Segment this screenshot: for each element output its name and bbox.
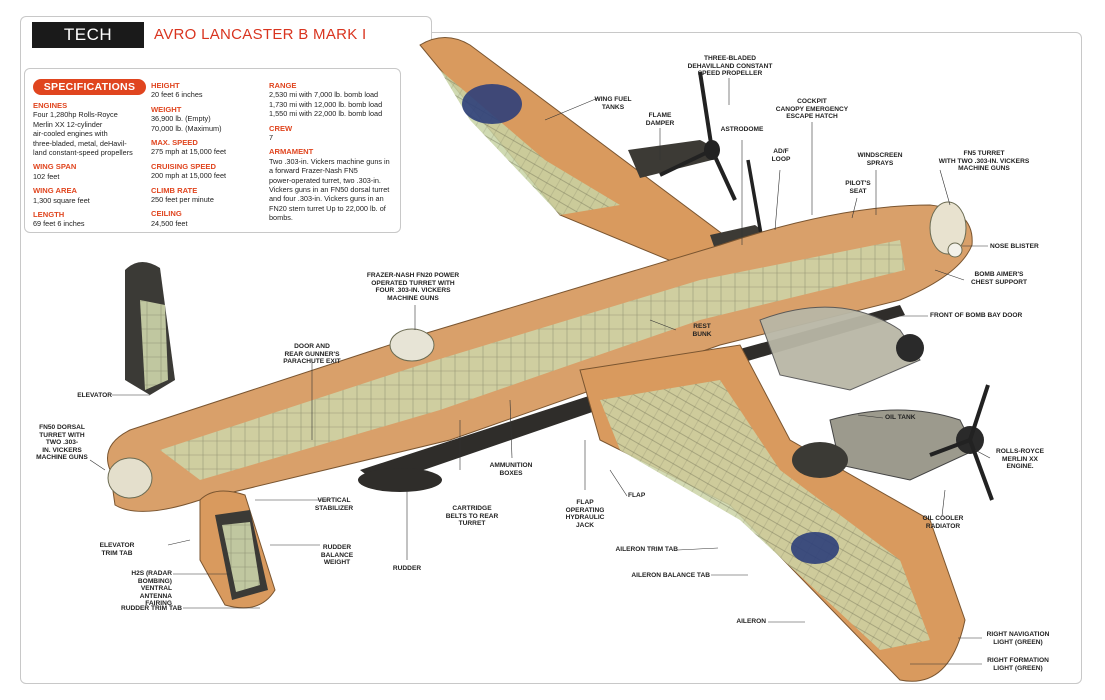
spec-label: RANGE bbox=[269, 81, 297, 90]
label-rudder: H2S (RADAR BOMBING) VENTRAL ANTENNA FAIR… bbox=[131, 570, 172, 608]
spec-label: WEIGHT bbox=[151, 104, 182, 114]
spec-label: LENGTH bbox=[33, 210, 65, 220]
label-aileron-balance-tab: AILERON BALANCE TAB bbox=[631, 572, 710, 579]
specs-column-1: ENGINES Four 1,280hp Rolls-Royce Merlin … bbox=[33, 101, 151, 229]
label-right-formation-light: RIGHT FORMATION LIGHT (GREEN) bbox=[987, 657, 1049, 672]
specifications-heading: SPECIFICATIONS bbox=[33, 79, 146, 95]
leader-lines bbox=[89, 78, 991, 665]
spec-label: CLIMB RATE bbox=[151, 185, 198, 195]
label-aileron: AILERON bbox=[736, 618, 766, 625]
label-fn5-turret: FN5 TURRET WITH TWO .303-IN. VICKERS MAC… bbox=[938, 150, 1030, 173]
label-rudder-trim-tab: RUDDER TRIM TAB bbox=[120, 605, 182, 612]
label-h2s-antenna-fairing: RUDDER bbox=[392, 565, 422, 572]
h2s-fairing bbox=[358, 468, 442, 492]
label-flame-damper: FLAME DAMPER bbox=[645, 112, 675, 127]
label-fn50-dorsal-turret: FN50 DORSAL TURRET WITH TWO .303- IN. VI… bbox=[36, 424, 88, 462]
upper-roundel bbox=[462, 84, 522, 124]
spec-value: 200 mph at 15,000 feet bbox=[151, 171, 227, 181]
label-pilots-seat: PILOT'S SEAT bbox=[845, 180, 871, 195]
label-wing-fuel-tanks: WING FUEL TANKS bbox=[594, 96, 632, 111]
spec-label: MAX. SPEED bbox=[151, 138, 198, 148]
label-adf-loop: AD/F LOOP bbox=[771, 148, 791, 163]
label-three-bladed-propeller: THREE-BLADED DEHAVILLAND CONSTANT SPEED … bbox=[687, 55, 773, 78]
label-oil-cooler-radiator: OIL COOLER RADIATOR bbox=[922, 515, 964, 530]
spec-value: Two .303-in. Vickers machine guns in a f… bbox=[269, 156, 390, 223]
label-aileron-trim-tab: AILERON TRIM TAB bbox=[615, 546, 678, 553]
spec-label: CRUISING SPEED bbox=[151, 161, 216, 171]
upper-outer-engine bbox=[628, 140, 714, 178]
label-right-navigation-light: RIGHT NAVIGATION LIGHT (GREEN) bbox=[986, 631, 1050, 646]
spec-label: WING AREA bbox=[33, 186, 78, 196]
label-bomb-aimers-chest-support: BOMB AIMER'S CHEST SUPPORT bbox=[970, 271, 1028, 286]
spec-label: ENGINES bbox=[33, 101, 68, 110]
rear-turret bbox=[107, 457, 153, 499]
spec-label: CREW bbox=[269, 123, 293, 133]
label-rolls-royce-merlin-engine: ROLLS-ROYCE MERLIN XX ENGINE. bbox=[996, 448, 1044, 471]
specifications-panel: SPECIFICATIONS ENGINES Four 1,280hp Roll… bbox=[24, 68, 401, 233]
spec-label: ARMAMENT bbox=[269, 147, 314, 157]
label-fn20-turret: FRAZER-NASH FN20 POWER OPERATED TURRET W… bbox=[366, 272, 460, 302]
spec-label: HEIGHT bbox=[151, 81, 180, 90]
spec-value: 24,500 feet bbox=[151, 218, 188, 228]
spec-value: 36,900 lb. (Empty) 70,000 lb. (Maximum) bbox=[151, 114, 222, 133]
page-title: AVRO LANCASTER B MARK I bbox=[154, 26, 367, 43]
label-vertical-stabilizer: VERTICAL STABILIZER bbox=[314, 497, 354, 512]
spec-value: 20 feet 6 inches bbox=[151, 90, 203, 100]
nose-turret bbox=[929, 201, 967, 255]
section-badge: TECH NOTES bbox=[32, 22, 144, 70]
label-elevator-trim-tab: ELEVATOR TRIM TAB bbox=[99, 542, 135, 557]
label-door-rear-gunner-exit: DOOR AND REAR GUNNER'S PARACHUTE EXIT bbox=[283, 343, 341, 366]
label-cockpit-escape-hatch: COCKPIT CANOPY EMERGENCY ESCAPE HATCH bbox=[775, 98, 849, 121]
label-flap-hydraulic-jack: FLAP OPERATING HYDRAULIC JACK bbox=[565, 499, 605, 529]
spec-value: 250 feet per minute bbox=[151, 195, 214, 205]
label-rest-bunk: REST BUNK bbox=[692, 323, 712, 338]
spec-label: WING SPAN bbox=[33, 162, 77, 172]
spec-value: 2,530 mi with 7,000 lb. bomb load 1,730 … bbox=[269, 90, 383, 119]
specs-column-3: RANGE 2,530 mi with 7,000 lb. bomb load … bbox=[269, 81, 397, 223]
spec-value: 102 feet bbox=[33, 171, 60, 181]
label-front-bomb-bay-door: FRONT OF BOMB BAY DOOR bbox=[930, 312, 1023, 319]
specs-column-2: HEIGHT 20 feet 6 inches WEIGHT 36,900 lb… bbox=[151, 81, 261, 228]
lower-inner-engine bbox=[759, 306, 921, 391]
page-frame bbox=[20, 32, 1082, 684]
label-flap: FLAP bbox=[628, 492, 646, 499]
label-rudder-balance-weight: RUDDER BALANCE WEIGHT bbox=[320, 544, 354, 567]
label-elevator: ELEVATOR bbox=[77, 392, 112, 399]
label-astrodome: ASTRODOME bbox=[720, 126, 764, 133]
spec-value: Four 1,280hp Rolls-Royce Merlin XX 12-cy… bbox=[33, 110, 133, 158]
spec-value: 1,300 square feet bbox=[33, 195, 90, 205]
lower-roundel bbox=[791, 532, 839, 564]
spec-label: CEILING bbox=[151, 209, 182, 219]
spec-value: 275 mph at 15,000 feet bbox=[151, 147, 227, 157]
label-nose-blister: NOSE BLISTER bbox=[990, 243, 1039, 250]
label-windscreen-sprays: WINDSCREEN SPRAYS bbox=[857, 152, 903, 167]
label-cartridge-belts: CARTRIDGE BELTS TO REAR TURRET bbox=[445, 505, 499, 528]
spec-value: 69 feet 6 inches bbox=[33, 219, 85, 229]
dorsal-turret bbox=[389, 328, 435, 362]
label-ammunition-boxes: AMMUNITION BOXES bbox=[489, 462, 533, 477]
label-oil-tank: OIL TANK bbox=[885, 414, 916, 421]
spec-value: 7 bbox=[269, 133, 274, 143]
